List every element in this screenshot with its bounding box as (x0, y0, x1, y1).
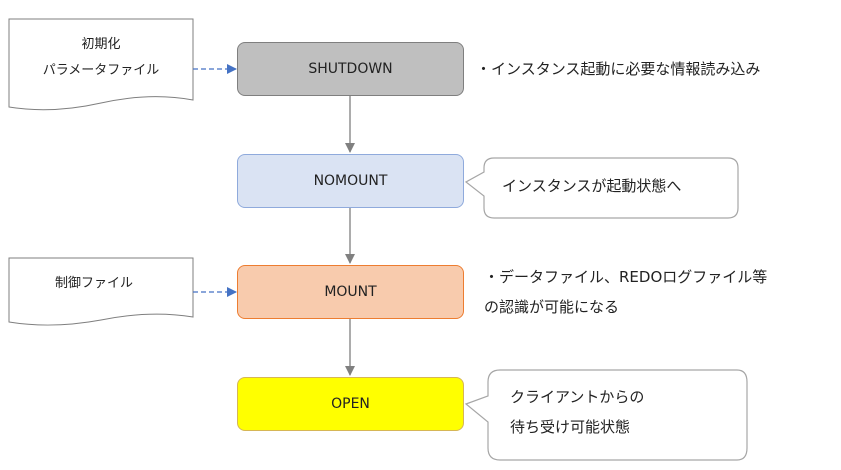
init-param-label-line1: 初期化 (81, 37, 121, 52)
init-param-doc: 初期化 パラメータファイル (9, 32, 193, 84)
open-callout-line2: 待ち受け可能状態 (510, 418, 631, 436)
state-mount-label: MOUNT (324, 284, 377, 300)
init-param-doc-shape (8, 18, 194, 111)
nomount-callout-shape (464, 157, 739, 219)
nomount-callout: インスタンスが起動状態へ (502, 171, 681, 201)
state-shutdown-label: SHUTDOWN (308, 61, 393, 77)
control-file-doc: 制御ファイル (9, 271, 179, 297)
state-shutdown: SHUTDOWN (237, 42, 464, 96)
shutdown-note: ・インスタンス起動に必要な情報読み込み (476, 54, 760, 84)
nomount-callout-text: インスタンスが起動状態へ (502, 177, 682, 195)
state-mount: MOUNT (237, 265, 464, 319)
shutdown-note-text: ・インスタンス起動に必要な情報読み込み (476, 60, 761, 78)
state-open-label: OPEN (331, 396, 370, 412)
control-file-doc-shape (8, 257, 194, 326)
state-nomount: NOMOUNT (237, 154, 464, 208)
init-param-label-line2: パラメータファイル (42, 63, 160, 78)
state-open: OPEN (237, 377, 464, 431)
open-callout-line1: クライアントからの (510, 388, 645, 406)
control-file-label: 制御ファイル (54, 276, 133, 291)
mount-note-line2: の認識が可能になる (484, 298, 620, 316)
state-nomount-label: NOMOUNT (313, 173, 388, 189)
mount-note: ・データファイル、REDOログファイル等 の認識が可能になる (484, 262, 767, 322)
mount-note-line1: ・データファイル、REDOログファイル等 (484, 268, 768, 286)
open-callout: クライアントからの 待ち受け可能状態 (510, 382, 644, 442)
open-callout-shape (464, 369, 748, 461)
